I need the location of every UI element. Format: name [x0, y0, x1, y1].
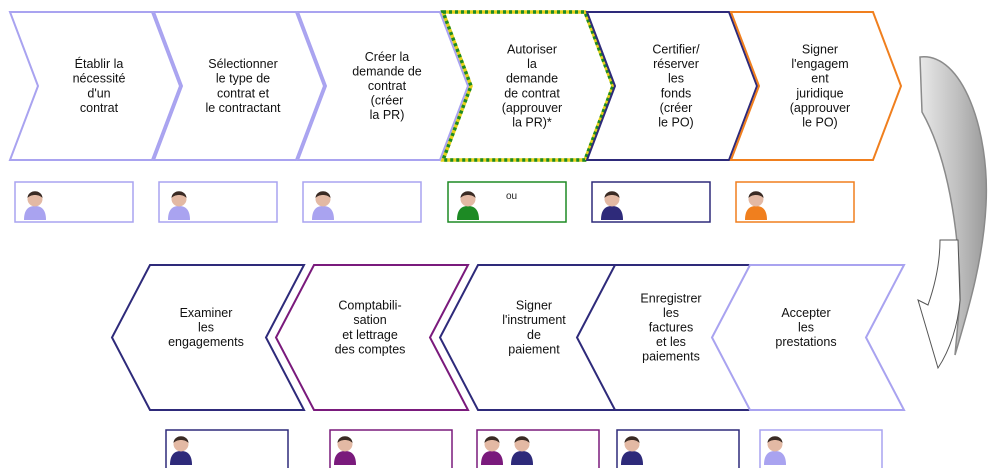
- chevron-shape: [729, 11, 903, 161]
- row1-actor-box-3: [302, 181, 422, 223]
- row2-actor-box-5: [759, 429, 883, 468]
- person-icon: [511, 436, 533, 465]
- person-icon: [170, 436, 192, 465]
- chevron-shape: [110, 264, 306, 411]
- chevron-dash: [440, 10, 615, 162]
- row1-actor-box-6: [735, 181, 855, 223]
- row1-actor-box-2: [158, 181, 278, 223]
- person-icon: [312, 191, 334, 220]
- actor-label: ou: [506, 191, 517, 202]
- chevron-shape: [296, 11, 470, 161]
- return-arrow-head: [917, 239, 961, 370]
- return-arrow-body: [919, 56, 988, 356]
- chevron-shape: [152, 11, 326, 161]
- row2-actor-box-1: [165, 429, 289, 468]
- row1-actor-box-5: [591, 181, 711, 223]
- row2-actor-box-3: [476, 429, 600, 468]
- row2-actor-box-4: [616, 429, 740, 468]
- person-icon: [621, 436, 643, 465]
- return-arrow: [917, 56, 988, 370]
- chevron-shape: [8, 11, 182, 161]
- person-icon: [481, 436, 503, 465]
- person-icon: [601, 191, 623, 220]
- person-icon: [334, 436, 356, 465]
- person-icon: [457, 191, 479, 220]
- row1-actor-box-1: [14, 181, 134, 223]
- chevron-shape: [585, 11, 759, 161]
- person-icon: [764, 436, 786, 465]
- chevron-shape: [274, 264, 470, 411]
- person-icon: [168, 191, 190, 220]
- person-icon: [745, 191, 767, 220]
- row2-actor-box-2: [329, 429, 453, 468]
- chevron-shape: [710, 264, 906, 411]
- person-icon: [24, 191, 46, 220]
- row1-actor-box-4: ou: [447, 181, 567, 223]
